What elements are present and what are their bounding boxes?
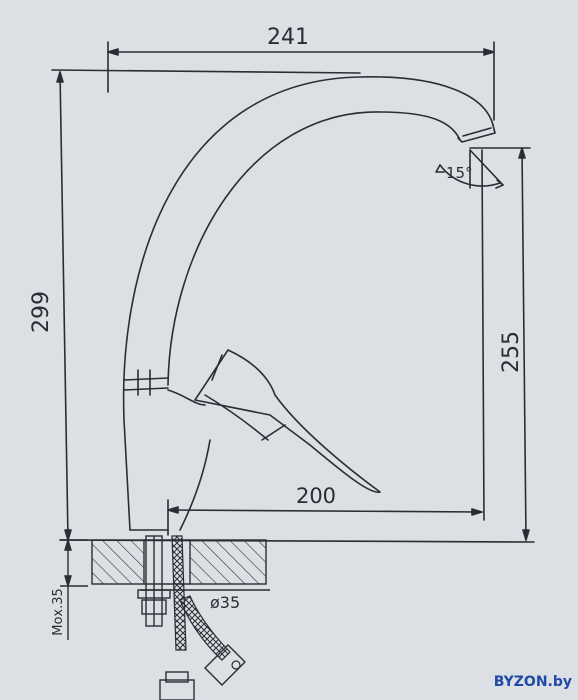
dimension-label-spout-height: 255 — [499, 331, 524, 373]
dimension-label-hole-diameter: ø35 — [210, 593, 240, 612]
dimension-label-angle: 15° — [446, 164, 473, 182]
dimension-label-top-width: 241 — [267, 25, 309, 50]
dimension-countertop — [60, 537, 88, 640]
faucet-outline-icon — [122, 76, 496, 531]
dimension-top-width — [107, 41, 495, 121]
hatch-pattern-icon — [91, 539, 267, 585]
mounting-stud — [137, 535, 171, 627]
braided-hose-icon — [159, 535, 246, 700]
dimension-spout-reach — [167, 149, 485, 536]
dimension-label-spout-reach: 200 — [296, 484, 336, 508]
angle-indicator — [435, 149, 504, 189]
dimension-total-height — [51, 69, 361, 541]
dimension-label-total-height: 299 — [29, 291, 54, 333]
dimension-spout-height — [469, 147, 531, 541]
watermark-logo: BYZON.by — [494, 674, 572, 690]
dimension-label-countertop: Мох.35 — [51, 588, 66, 636]
handle-lever — [194, 349, 381, 493]
